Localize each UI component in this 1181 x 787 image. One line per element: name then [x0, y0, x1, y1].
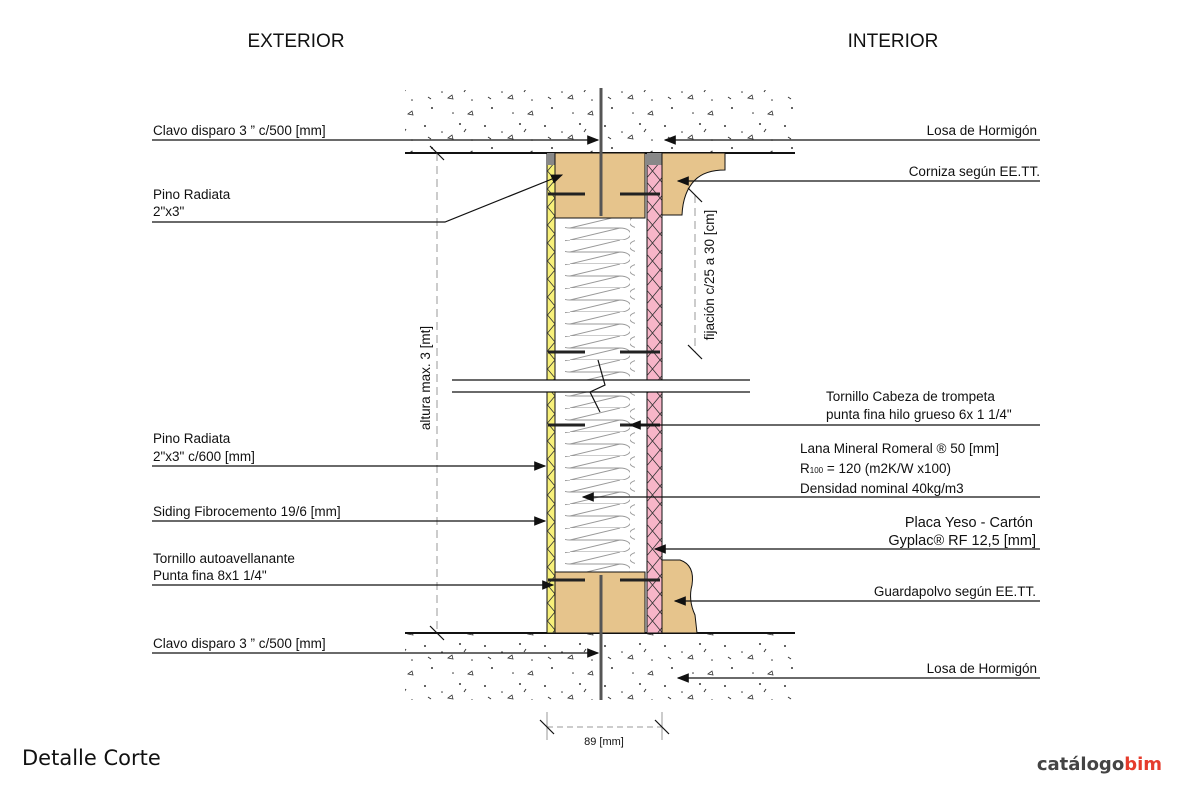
baseboard [661, 559, 698, 634]
label-siding: Siding Fibrocemento 19/6 [mm] [153, 504, 341, 519]
label-tornillo-ext-size: Punta fina 8x1 1/4" [153, 568, 267, 583]
exterior-header: EXTERIOR [247, 31, 344, 52]
label-losa-bottom: Losa de Hormigón [927, 661, 1037, 676]
label-placa-spec: Gyplac® RF 12,5 [mm] [888, 533, 1036, 549]
catalogobim-logo: catálogobim [1037, 754, 1162, 775]
label-lana-r: R100 = 120 (m2K/W x100) [800, 461, 951, 476]
label-tornillo-ext: Tornillo autoavellanante [153, 551, 295, 566]
interior-header: INTERIOR [848, 31, 939, 52]
label-tornillo-int-size: punta fina hilo grueso 6x 1 1/4" [826, 407, 1012, 422]
label-pino-2-size: 2"x3" c/600 [mm] [153, 449, 255, 464]
label-clavo-top: Clavo disparo 3 ” c/500 [mm] [153, 123, 326, 138]
label-tornillo-int: Tornillo Cabeza de trompeta [826, 389, 995, 404]
label-placa: Placa Yeso - Cartón [905, 515, 1033, 531]
height-dimension-label: altura max. 3 [mt] [418, 326, 433, 430]
fixing-dimension-label: fijación c/25 a 30 [cm] [702, 210, 717, 341]
label-lana-densidad: Densidad nominal 40kg/m3 [800, 481, 964, 496]
label-corniza: Corniza según EE.TT. [909, 164, 1040, 179]
cornice [661, 152, 726, 216]
label-pino-1: Pino Radiata [153, 187, 231, 202]
thickness-dimension-label: 89 [mm] [584, 736, 624, 748]
break-line [452, 359, 750, 413]
label-guardapolvo: Guardapolvo según EE.TT. [874, 584, 1036, 599]
drawing-title: Detalle Corte [22, 746, 161, 770]
label-clavo-bottom: Clavo disparo 3 ” c/500 [mm] [153, 636, 326, 651]
label-pino-1-size: 2"x3" [153, 204, 185, 219]
mineral-wool-insulation [565, 218, 635, 572]
label-pino-2: Pino Radiata [153, 431, 231, 446]
label-lana: Lana Mineral Romeral ® 50 [mm] [800, 441, 999, 456]
label-losa-top: Losa de Hormigón [927, 123, 1037, 138]
